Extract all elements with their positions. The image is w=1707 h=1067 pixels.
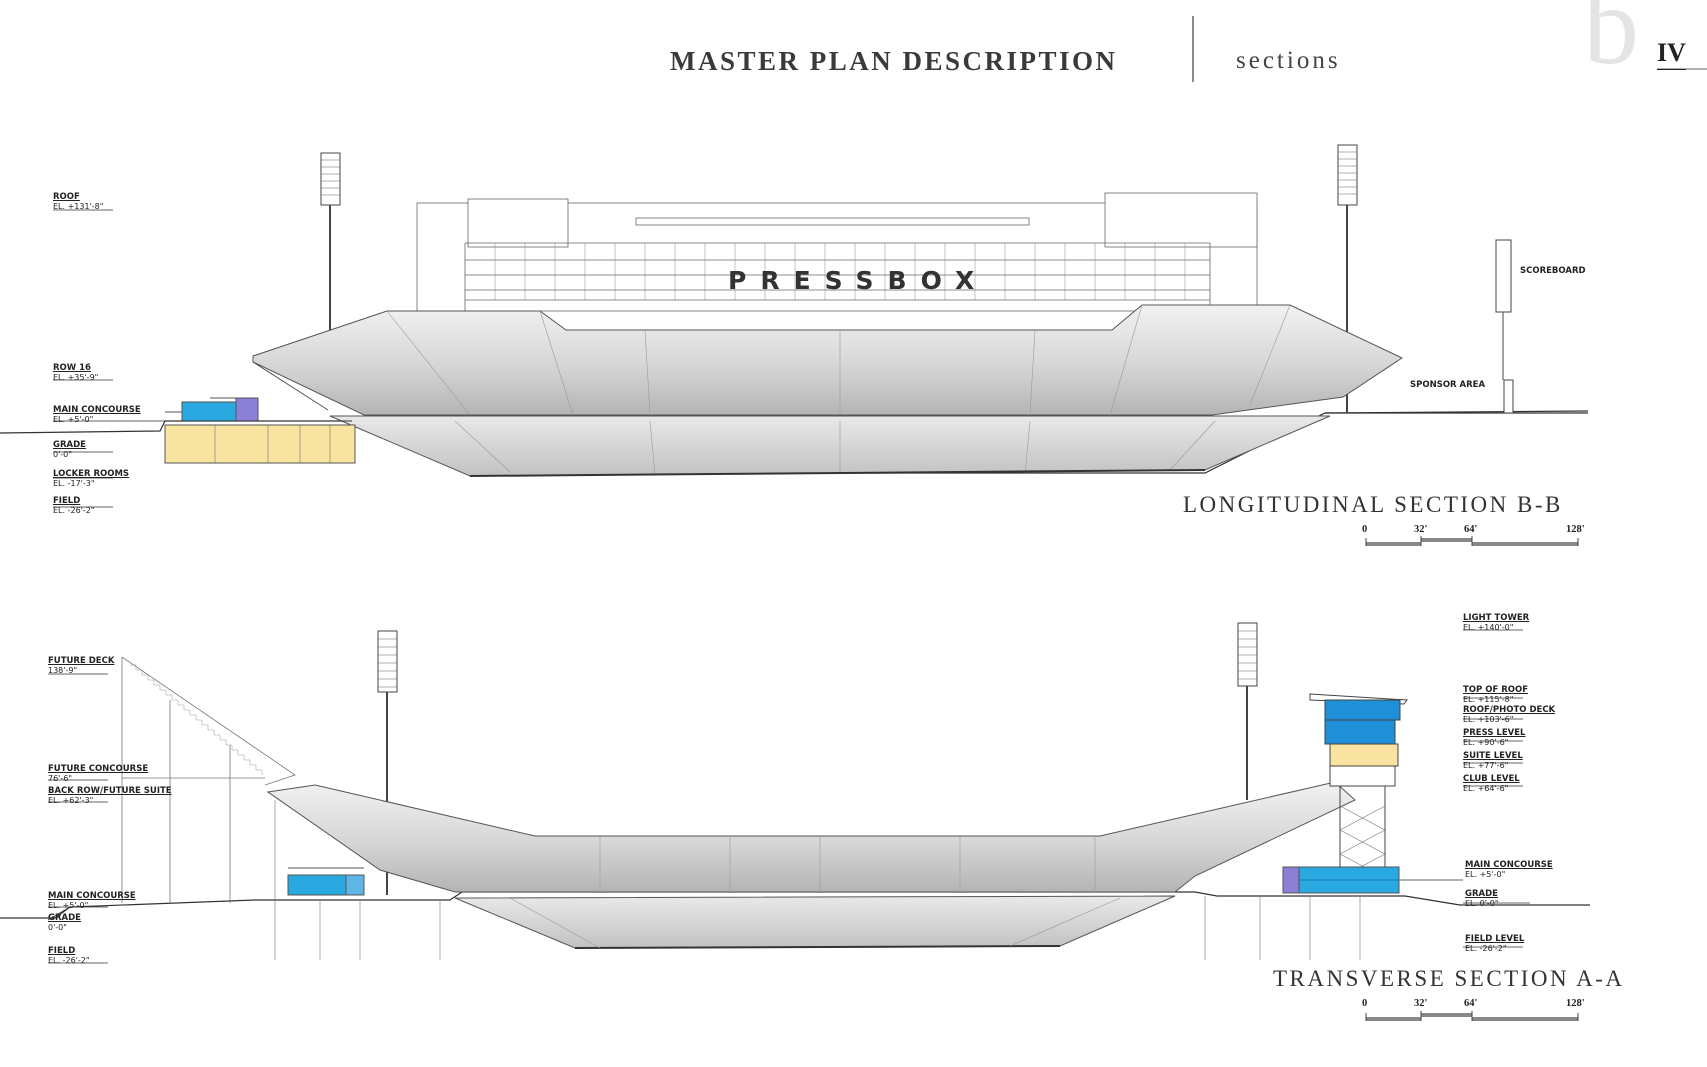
press-tower xyxy=(1309,693,1408,879)
scale-bar-transverse xyxy=(1365,1011,1579,1021)
scale-0: 0 xyxy=(1362,524,1368,535)
page-title: MASTER PLAN DESCRIPTION xyxy=(670,46,1118,76)
pressbox-label: PRESSBOX xyxy=(728,266,989,295)
page-subtitle: sections xyxy=(1236,47,1341,74)
transverse-seating-bowl xyxy=(266,781,1356,893)
transverse-field-bowl xyxy=(454,895,1176,949)
scale-32: 32' xyxy=(1414,524,1428,535)
scale-128-transverse: 128' xyxy=(1566,998,1585,1009)
label-leaders-longitudinal xyxy=(53,209,165,508)
scale-64: 64' xyxy=(1464,524,1478,535)
scale-bar-longitudinal xyxy=(1365,536,1579,546)
scale-0-transverse: 0 xyxy=(1362,998,1368,1009)
label-scoreboard: SCOREBOARD xyxy=(1520,266,1586,276)
label-sponsor-area: SPONSOR AREA xyxy=(1410,380,1486,390)
future-deck xyxy=(121,656,296,903)
scale-64-transverse: 64' xyxy=(1464,998,1478,1009)
light-tower-right-transverse xyxy=(1237,622,1258,800)
label-leaders-transverse-right xyxy=(1399,629,1530,948)
concourse-blue xyxy=(181,401,237,422)
concourse-blue-left xyxy=(287,874,347,896)
scale-128: 128' xyxy=(1566,524,1585,535)
transverse-section xyxy=(0,622,1590,964)
concourse-blue-left-2 xyxy=(345,874,365,896)
upper-seating-bowl xyxy=(252,304,1404,416)
section-letter: b xyxy=(1583,0,1639,88)
label-leaders-transverse-left xyxy=(47,673,108,964)
concourse-purple xyxy=(235,397,259,422)
scale-32-transverse: 32' xyxy=(1414,998,1428,1009)
light-tower-left xyxy=(320,152,341,330)
longitudinal-section-title: LONGITUDINAL SECTION B-B xyxy=(1183,492,1563,517)
pressbox-building xyxy=(416,192,1258,312)
transverse-section-title: TRANSVERSE SECTION A-A xyxy=(1273,966,1625,991)
concourse-purple-right xyxy=(1282,866,1300,894)
page-number: IV xyxy=(1657,38,1686,70)
lower-seating-bowl xyxy=(329,415,1331,477)
locker-rooms xyxy=(164,424,356,464)
longitudinal-section xyxy=(0,144,1589,508)
scoreboard-structure xyxy=(1495,239,1514,414)
